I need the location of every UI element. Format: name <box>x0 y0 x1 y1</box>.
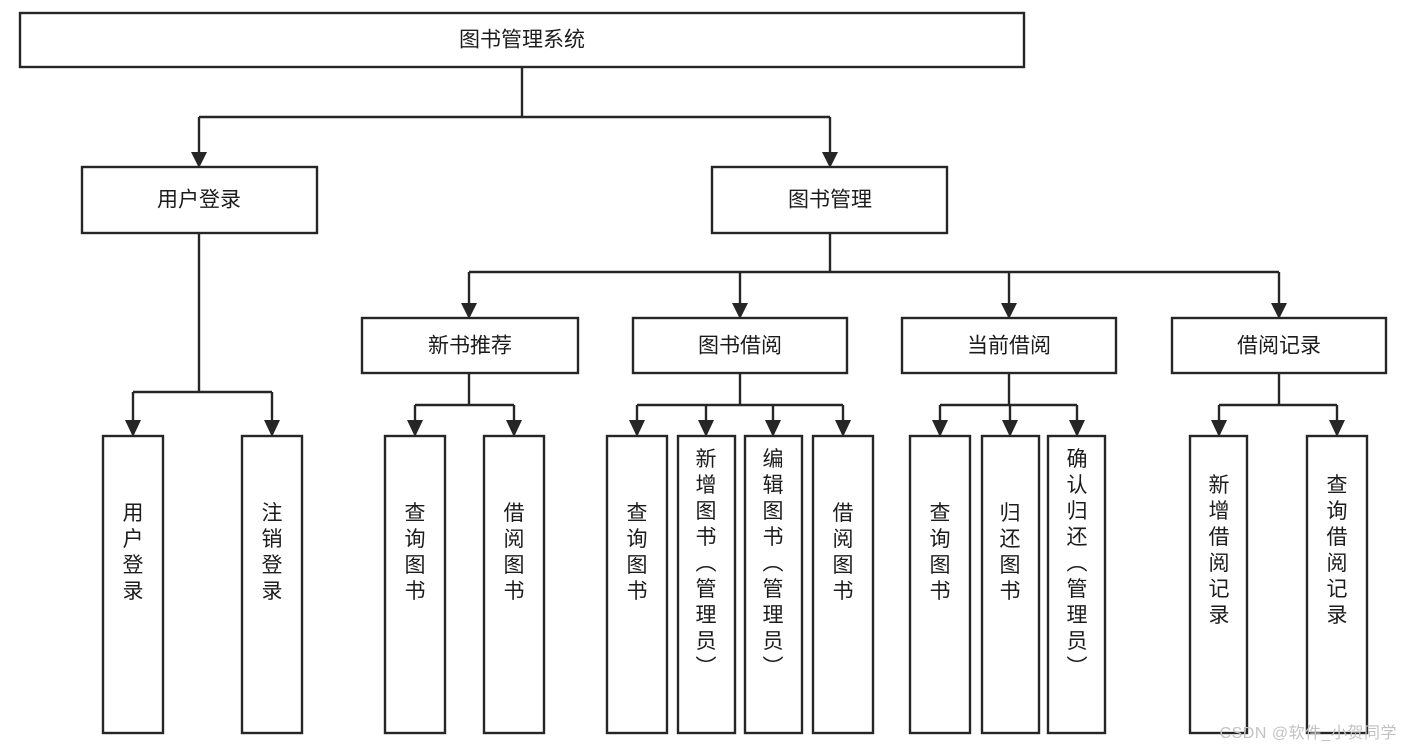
node-borrow-record[interactable]: 借阅记录 <box>1170 316 1388 375</box>
node-leaf-borrow-book-2[interactable]: 借阅图书 <box>811 434 875 735</box>
node-leaf-add-record[interactable]: 新增借阅记录 <box>1188 434 1249 735</box>
arrow-head-leaf-query-book-1 <box>407 420 423 437</box>
node-book-borrow-label: 图书借阅 <box>698 335 782 358</box>
node-leaf-logout[interactable]: 注销登录 <box>240 434 304 735</box>
node-book-manage[interactable]: 图书管理 <box>710 165 949 235</box>
node-leaf-query-record-label: 查询借阅记录 <box>1327 474 1348 627</box>
node-user-login-box[interactable] <box>80 165 319 235</box>
arrow-head-leaf-logout <box>264 420 280 437</box>
node-borrow-record-box[interactable] <box>1170 316 1388 375</box>
connector-layer <box>125 67 1345 437</box>
node-leaf-logout-label: 注销登录 <box>262 502 283 603</box>
node-book-borrow[interactable]: 图书借阅 <box>631 316 849 375</box>
node-leaf-borrow-book-2-box[interactable] <box>811 434 875 735</box>
arrow-head-leaf-query-book-3 <box>932 420 948 437</box>
node-leaf-borrow-book-1-label: 借阅图书 <box>504 502 525 603</box>
node-leaf-confirm-return[interactable]: 确认归还︵管理员︶ <box>1046 434 1107 735</box>
arrow-head-leaf-borrow-book-2 <box>835 420 851 437</box>
arrow-head-leaf-borrow-book-1 <box>506 420 522 437</box>
node-root-box[interactable] <box>18 11 1026 69</box>
node-book-manage-label: 图书管理 <box>788 189 872 212</box>
node-user-login[interactable]: 用户登录 <box>80 165 319 235</box>
node-leaf-return-book-box[interactable] <box>980 434 1041 735</box>
arrow-head-leaf-query-record <box>1329 420 1345 437</box>
node-leaf-add-book-label: 新增图书︵管理员︶ <box>696 448 717 679</box>
node-leaf-add-book-box[interactable] <box>676 434 737 735</box>
node-leaf-query-record-box[interactable] <box>1305 434 1369 735</box>
arrow-head-leaf-return-book <box>1002 420 1018 437</box>
arrow-head-leaf-edit-book <box>765 420 781 437</box>
arrow-head-new-book-rec <box>461 303 477 319</box>
arrow-head-user-login <box>191 152 207 168</box>
arrow-head-leaf-add-book <box>698 420 714 437</box>
node-leaf-add-record-label: 新增借阅记录 <box>1209 474 1230 627</box>
node-leaf-edit-book-box[interactable] <box>743 434 804 735</box>
node-leaf-user-login-box[interactable] <box>101 434 165 735</box>
node-leaf-borrow-book-2-label: 借阅图书 <box>833 502 854 603</box>
node-new-book-rec-box[interactable] <box>360 316 580 375</box>
arrow-head-leaf-confirm-return <box>1069 420 1085 437</box>
arrow-head-leaf-query-book-2 <box>629 420 645 437</box>
node-leaf-borrow-book-1[interactable]: 借阅图书 <box>482 434 546 735</box>
arrow-head-book-borrow <box>732 303 748 319</box>
node-current-borrow[interactable]: 当前借阅 <box>900 316 1118 375</box>
node-leaf-query-book-1[interactable]: 查询图书 <box>383 434 447 735</box>
node-leaf-add-book[interactable]: 新增图书︵管理员︶ <box>676 434 737 735</box>
node-leaf-user-login-label: 用户登录 <box>123 502 144 603</box>
node-leaf-return-book-label: 归还图书 <box>1000 502 1021 603</box>
node-leaf-logout-box[interactable] <box>240 434 304 735</box>
node-leaf-query-book-2-label: 查询图书 <box>627 502 648 603</box>
node-leaf-query-book-3-label: 查询图书 <box>930 502 951 603</box>
node-user-login-label: 用户登录 <box>157 189 241 212</box>
node-new-book-rec[interactable]: 新书推荐 <box>360 316 580 375</box>
node-book-manage-box[interactable] <box>710 165 949 235</box>
arrow-head-borrow-record <box>1271 303 1287 319</box>
arrow-head-current-borrow <box>1001 303 1017 319</box>
node-borrow-record-label: 借阅记录 <box>1237 335 1321 358</box>
node-leaf-user-login[interactable]: 用户登录 <box>101 434 165 735</box>
node-leaf-query-book-1-box[interactable] <box>383 434 447 735</box>
node-leaf-query-book-1-label: 查询图书 <box>405 502 426 603</box>
node-root[interactable]: 图书管理系统 <box>18 11 1026 69</box>
node-current-borrow-box[interactable] <box>900 316 1118 375</box>
node-leaf-borrow-book-1-box[interactable] <box>482 434 546 735</box>
node-leaf-query-book-2-box[interactable] <box>605 434 669 735</box>
node-leaf-edit-book-label: 编辑图书︵管理员︶ <box>763 448 784 679</box>
arrow-head-leaf-add-record <box>1211 420 1227 437</box>
node-new-book-rec-label: 新书推荐 <box>428 335 512 358</box>
node-leaf-edit-book[interactable]: 编辑图书︵管理员︶ <box>743 434 804 735</box>
arrow-head-leaf-user-login <box>125 420 141 437</box>
node-leaf-query-book-2[interactable]: 查询图书 <box>605 434 669 735</box>
node-leaf-confirm-return-box[interactable] <box>1046 434 1107 735</box>
node-leaf-query-book-3[interactable]: 查询图书 <box>908 434 972 735</box>
node-root-label: 图书管理系统 <box>459 29 585 52</box>
node-current-borrow-label: 当前借阅 <box>967 335 1051 358</box>
node-leaf-add-record-box[interactable] <box>1188 434 1249 735</box>
node-leaf-confirm-return-label: 确认归还︵管理员︶ <box>1067 448 1088 679</box>
arrow-head-book-manage <box>822 152 838 168</box>
node-book-borrow-box[interactable] <box>631 316 849 375</box>
node-leaf-query-record[interactable]: 查询借阅记录 <box>1305 434 1369 735</box>
node-leaf-query-book-3-box[interactable] <box>908 434 972 735</box>
node-leaf-return-book[interactable]: 归还图书 <box>980 434 1041 735</box>
